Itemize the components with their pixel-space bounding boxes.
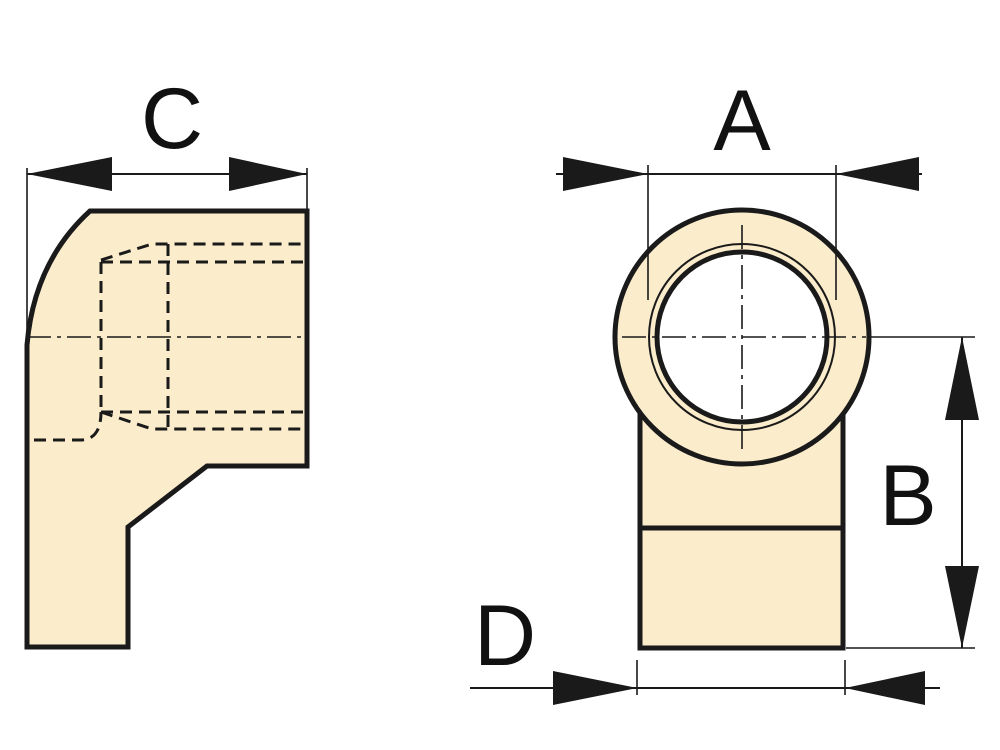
side-view-hidden-bore-top	[100, 242, 303, 262]
side-view-hidden-bore-bottom	[100, 410, 303, 431]
dim-c-arrow-left	[27, 157, 112, 191]
dim-c-arrow-right	[229, 157, 307, 191]
side-view: C	[24, 71, 310, 650]
dim-d-label: D	[474, 588, 536, 684]
dim-a-arrow-left	[563, 157, 648, 191]
dim-d-arrow-right	[845, 671, 925, 705]
dim-b-label: B	[879, 448, 936, 544]
dim-a-arrow-right	[836, 157, 919, 191]
front-view: A B D	[470, 73, 979, 705]
side-view-hidden-branch	[34, 411, 103, 442]
dim-b-arrow-top	[945, 337, 979, 420]
dim-b-arrow-bottom	[945, 566, 979, 648]
dim-a-label: A	[713, 73, 771, 169]
dim-c-label: C	[141, 71, 203, 167]
dim-d-arrow-left	[553, 671, 637, 705]
